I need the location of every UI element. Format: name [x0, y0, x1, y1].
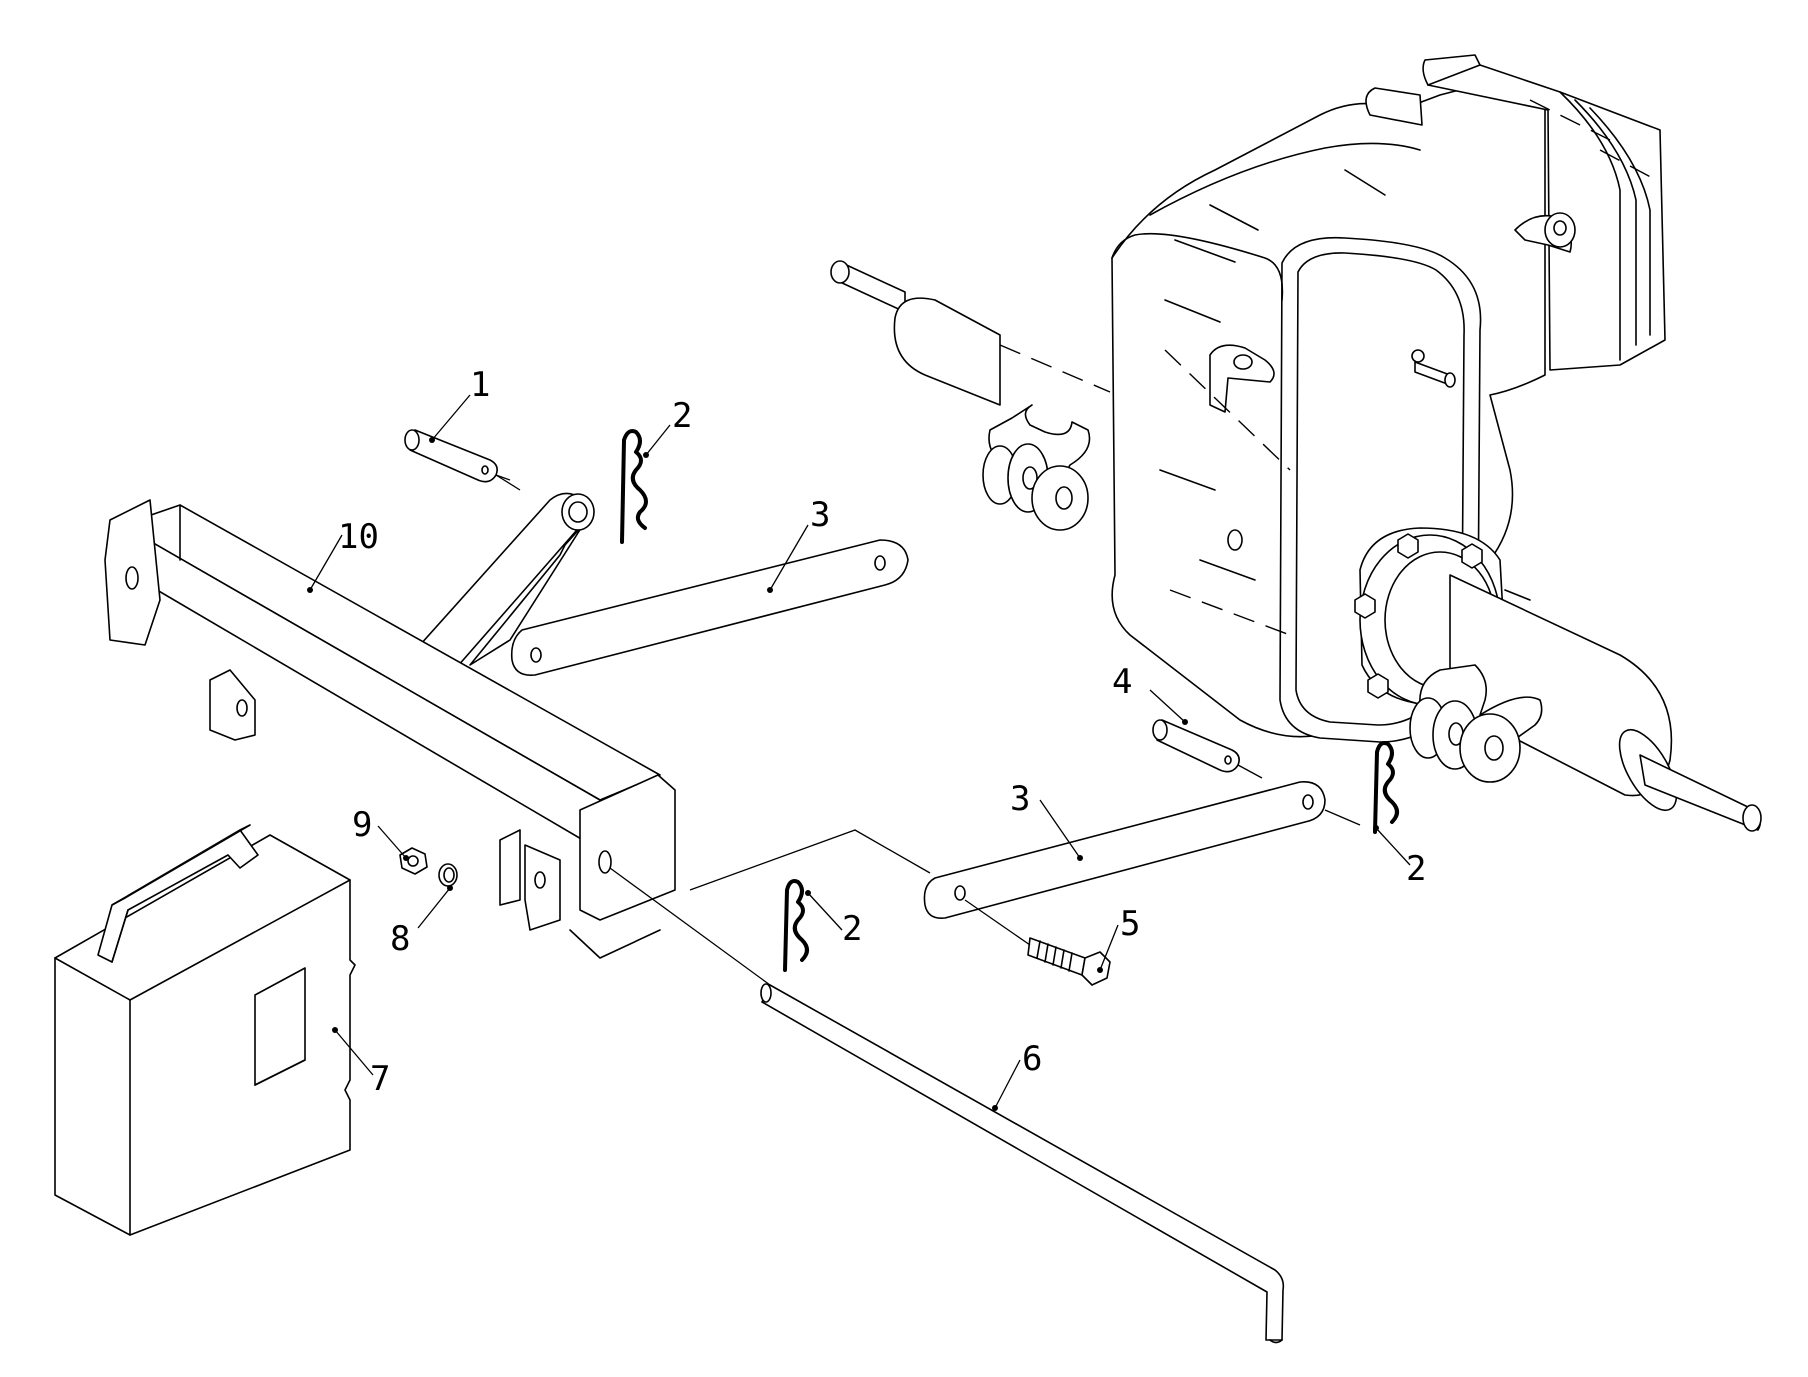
frame-part-10 — [104, 492, 676, 959]
weight-part-7 — [54, 824, 356, 1236]
callout-10: 10 — [338, 517, 379, 557]
transaxle-assembly — [830, 54, 1762, 832]
hair-pin-clip-upper — [620, 429, 648, 544]
callout-7: 7 — [370, 1059, 390, 1099]
assembly-guide-lines — [495, 474, 1361, 986]
callout-2-upper: 2 — [672, 396, 692, 436]
callout-4: 4 — [1112, 662, 1132, 702]
bolt-part-5 — [1027, 937, 1111, 986]
callout-9: 9 — [352, 805, 372, 845]
callout-8: 8 — [390, 919, 410, 959]
nut-part-9 — [399, 847, 428, 875]
rod-part-6 — [760, 983, 1285, 1344]
callout-2-right: 2 — [1406, 849, 1426, 889]
callout-5: 5 — [1120, 904, 1140, 944]
callout-2-middle: 2 — [842, 909, 862, 949]
link-bar-upper — [510, 539, 909, 677]
washer-part-8 — [438, 863, 458, 887]
clevis-pin-part-4 — [1152, 719, 1240, 773]
hair-pin-clip-right — [1373, 741, 1399, 834]
callout-1: 1 — [470, 365, 490, 405]
link-bar-lower — [923, 781, 1326, 920]
clevis-pin-part-1 — [404, 429, 511, 483]
callout-leaders — [307, 394, 1411, 1111]
callout-numbers: 1 2 3 10 4 3 2 5 2 6 7 8 9 — [338, 365, 1426, 1099]
callout-6: 6 — [1022, 1039, 1042, 1079]
callout-3-lower: 3 — [1010, 779, 1030, 819]
callout-3-upper: 3 — [810, 495, 830, 535]
hair-pin-clip-middle — [783, 879, 809, 972]
